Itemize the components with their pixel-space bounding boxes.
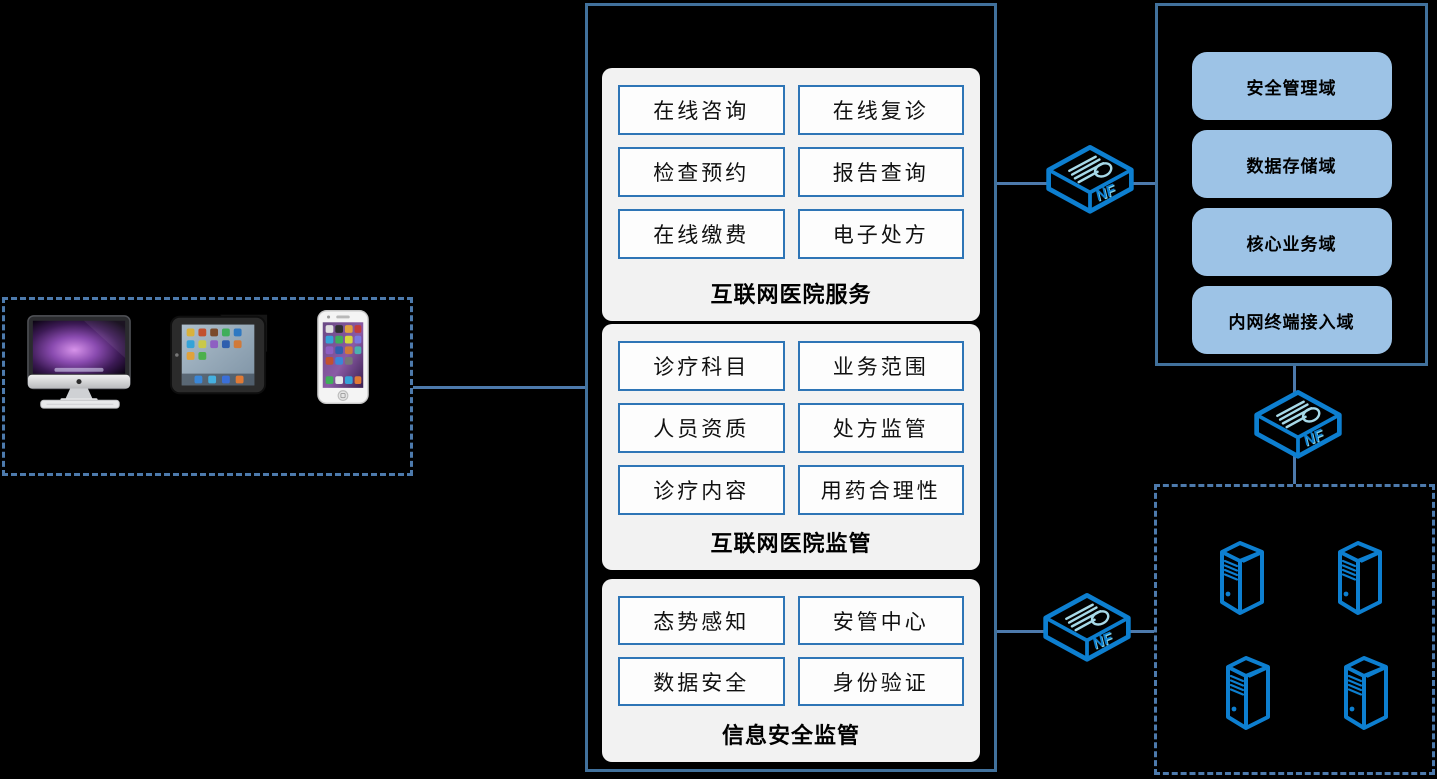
svg-text:NF: NF	[1092, 630, 1115, 654]
security-item: 数据安全	[618, 657, 785, 706]
platform-box: 在线咨询 在线复诊 检查预约 报告查询 在线缴费 电子处方 互联网医院服务 诊疗…	[585, 3, 997, 772]
server-icon	[1220, 541, 1264, 615]
terminal-zone	[2, 297, 413, 476]
firewall-icon	[1276, 400, 1321, 429]
server-icon	[1338, 541, 1382, 615]
security-panel-title: 信息安全监管	[721, 723, 860, 748]
tablet-icon	[169, 314, 268, 395]
svg-text:NF: NF	[1302, 426, 1325, 450]
regulation-item: 处方监管	[797, 403, 964, 453]
nf-label: NF NF	[1091, 629, 1115, 654]
server-zone	[1154, 484, 1435, 775]
regulation-item: 人员资质	[618, 403, 785, 453]
domain-pill: 内网终端接入域	[1191, 286, 1392, 354]
nf-label: NF NF	[1094, 181, 1118, 206]
service-panel-title: 互联网医院服务	[710, 282, 872, 307]
service-item: 电子处方	[797, 209, 964, 259]
server-icon	[1344, 656, 1388, 730]
regulation-panel: 诊疗科目 业务范围 人员资质 处方监管 诊疗内容 用药合理性 互联网医院监管	[602, 324, 980, 570]
service-item: 检查预约	[618, 147, 785, 197]
domain-pill: 数据存储域	[1191, 130, 1392, 198]
svg-text:NF: NF	[1095, 182, 1118, 206]
datacenter-box: 安全管理域 数据存储域 核心业务域 内网终端接入域	[1155, 3, 1428, 366]
service-item: 在线复诊	[797, 85, 964, 135]
security-item: 态势感知	[618, 596, 785, 645]
security-panel: 态势感知 安管中心 数据安全 身份验证 信息安全监管	[602, 579, 980, 762]
firewall-icon	[1065, 603, 1110, 632]
regulation-item: 诊疗科目	[618, 341, 785, 391]
security-item: 安管中心	[797, 596, 964, 645]
firewall-device: NF NF	[1043, 592, 1131, 662]
regulation-item: 用药合理性	[797, 465, 964, 515]
firewall-device: NF NF	[1254, 389, 1342, 459]
regulation-panel-title: 互联网医院监管	[710, 531, 872, 556]
service-panel: 在线咨询 在线复诊 检查预约 报告查询 在线缴费 电子处方 互联网医院服务	[602, 68, 980, 321]
service-item: 在线缴费	[618, 209, 785, 259]
svg-text:NF: NF	[1303, 427, 1326, 451]
svg-text:NF: NF	[1094, 181, 1117, 205]
firewall-device: NF NF	[1046, 144, 1134, 214]
smartphone-icon	[317, 309, 369, 405]
regulation-item: 业务范围	[797, 341, 964, 391]
domain-pill: 核心业务域	[1191, 208, 1392, 276]
service-item: 在线咨询	[618, 85, 785, 135]
connector-terminals-platform	[413, 386, 586, 389]
firewall-icon	[1068, 155, 1113, 184]
regulation-item: 诊疗内容	[618, 465, 785, 515]
domain-pill: 安全管理域	[1191, 52, 1392, 120]
svg-text:NF: NF	[1091, 629, 1114, 653]
server-icon	[1226, 656, 1270, 730]
desktop-computer-icon	[27, 315, 131, 409]
security-item: 身份验证	[797, 657, 964, 706]
nf-label: NF NF	[1302, 426, 1326, 451]
service-item: 报告查询	[797, 147, 964, 197]
